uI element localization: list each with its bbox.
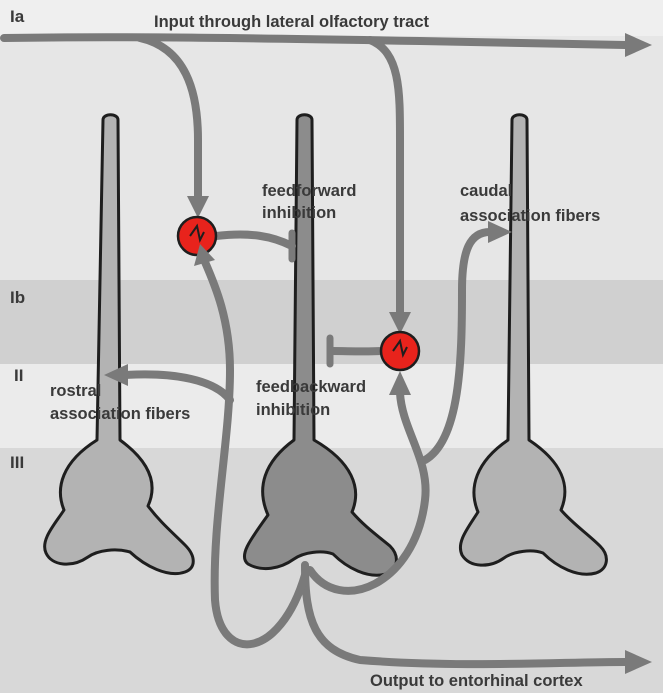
layer-label-ii: II — [14, 366, 23, 385]
layer-label-ib: Ib — [10, 288, 25, 307]
feedforward-label-line1: feedforward — [262, 182, 356, 200]
output-label: Output to entorhinal cortex — [370, 672, 583, 690]
feedbackward-interneuron — [381, 332, 419, 370]
input-label: Input through lateral olfactory tract — [154, 13, 430, 31]
caudal-label-line1: caudal — [460, 182, 512, 200]
caudal-label-line2: association fibers — [460, 207, 600, 225]
feedbackward-label-line2: inhibition — [256, 401, 330, 419]
layer-label-iii: III — [10, 453, 24, 472]
layer-label-ia: Ia — [10, 7, 25, 26]
feedbackward-label-line1: feedbackward — [256, 378, 366, 396]
rostral-label-line1: rostral — [50, 382, 101, 400]
feedforward-label-line2: inhibition — [262, 204, 336, 222]
feedforward-interneuron — [178, 217, 216, 255]
rostral-label-line2: association fibers — [50, 405, 190, 423]
